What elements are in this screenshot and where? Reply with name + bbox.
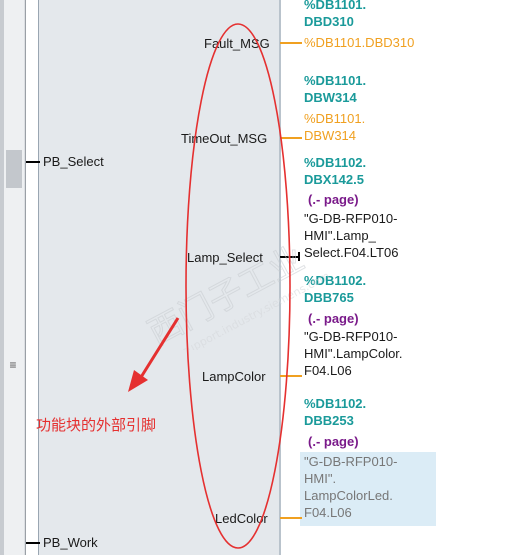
output-pin-line — [280, 137, 302, 139]
annotation-arrow-shaft — [136, 317, 180, 383]
symbol-lamp-select-line3[interactable]: Select.F04.LT06 — [304, 245, 399, 260]
page-reference: (.- page) — [308, 192, 359, 207]
operand-lamp-select-line1: %DB1102. — [304, 155, 367, 170]
operand-ledcolor-line2: DBB253 — [304, 413, 354, 428]
prev-address-line2: DBD310 — [304, 14, 354, 29]
operand-timeout-actual-line2[interactable]: DBW314 — [304, 128, 357, 143]
symbol-lampcolor-line2[interactable]: HMI".LampColor. — [304, 346, 403, 361]
selected-operand-highlight[interactable] — [300, 452, 436, 526]
output-pin-ledcolor[interactable]: LedColor — [215, 511, 268, 526]
output-pin-timeout-msg[interactable]: TimeOut_MSG — [181, 131, 268, 146]
output-pin-lamp-select[interactable]: Lamp_Select — [187, 250, 263, 265]
annotation-ellipse — [185, 23, 291, 549]
symbol-ledcolor-line1[interactable]: "G-DB-RFP010- — [304, 454, 398, 469]
input-pin-pb-work[interactable]: PB_Work — [43, 535, 98, 550]
scrollbar-thumb[interactable] — [6, 150, 22, 188]
operand-timeout-actual-line1[interactable]: %DB1101. — [304, 111, 366, 126]
symbol-ledcolor-line2[interactable]: HMI". — [304, 471, 337, 486]
output-pin-lampcolor[interactable]: LampColor — [202, 369, 266, 384]
input-pin-pb-select[interactable]: PB_Select — [43, 154, 104, 169]
operand-lampcolor-line2: DBB765 — [304, 290, 354, 305]
operand-ledcolor-line1: %DB1102. — [304, 396, 367, 411]
operand-lampcolor-line1: %DB1102. — [304, 273, 367, 288]
pin-terminal — [298, 252, 300, 261]
scroll-grip-icon[interactable]: ≡ — [9, 358, 17, 372]
gutter-divider — [25, 0, 26, 555]
symbol-ledcolor-line3[interactable]: LampColorLed. — [304, 488, 393, 503]
symbol-lampcolor-line3[interactable]: F04.L06 — [304, 363, 352, 378]
vertical-scrollbar[interactable] — [4, 0, 24, 555]
output-pin-line — [280, 375, 302, 377]
symbol-lamp-select-line2[interactable]: HMI".Lamp_ — [304, 228, 376, 243]
page-reference: (.- page) — [308, 434, 359, 449]
output-pin-line — [280, 517, 302, 519]
input-pin-line — [26, 542, 40, 544]
operand-fault-msg[interactable]: %DB1101.DBD310 — [304, 35, 415, 50]
operand-timeout-line1: %DB1101. — [304, 73, 367, 88]
symbol-ledcolor-line4[interactable]: F04.L06 — [304, 505, 352, 520]
annotation-label: 功能块的外部引脚 — [36, 417, 157, 434]
symbol-lampcolor-line1[interactable]: "G-DB-RFP010- — [304, 329, 398, 344]
output-pin-line — [280, 42, 302, 44]
prev-address-line1: %DB1101. — [304, 0, 367, 12]
page-reference: (.- page) — [308, 311, 359, 326]
function-block-right-edge — [279, 0, 281, 555]
annotation-arrow-head — [128, 370, 148, 392]
operand-timeout-line2: DBW314 — [304, 90, 357, 105]
function-block-body[interactable] — [38, 0, 280, 555]
operand-lamp-select-line2: DBX142.5 — [304, 172, 364, 187]
input-pin-line — [26, 161, 40, 163]
symbol-lamp-select-line1[interactable]: "G-DB-RFP010- — [304, 211, 398, 226]
gutter-edge — [0, 0, 4, 555]
